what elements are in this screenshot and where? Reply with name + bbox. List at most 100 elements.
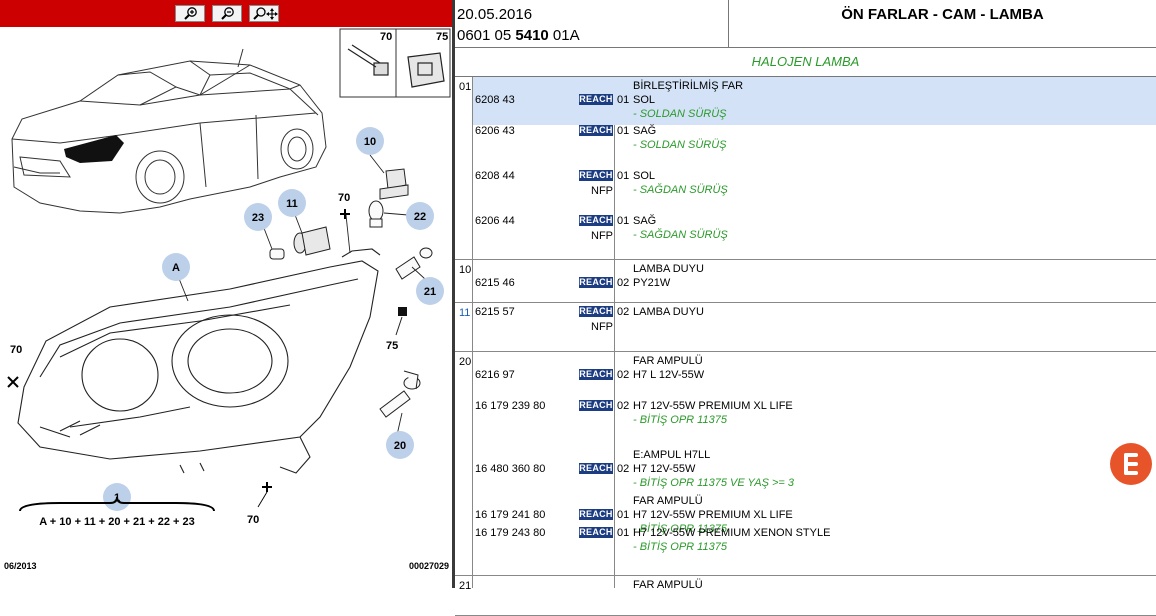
section-title: HALOJEN LAMBA xyxy=(751,54,860,69)
catalog-reference: 0601 05 5410 01A xyxy=(457,27,580,44)
part-number[interactable]: 16 179 239 80 xyxy=(475,400,546,412)
zoom-in-button[interactable] xyxy=(175,5,205,22)
reach-badge: REACH xyxy=(579,125,613,136)
reach-badge: REACH xyxy=(579,400,613,411)
parts-list-panel: 20.05.2016 0601 05 5410 01A ÖN FARLAR - … xyxy=(455,0,1156,616)
part-row[interactable]: H7 12V-55W PREMIUM XENON STYLE- BİTİŞ OP… xyxy=(473,524,1156,558)
diagram-toolbar xyxy=(0,0,452,27)
part-quantity: 02 xyxy=(617,277,630,289)
svg-text:10: 10 xyxy=(364,136,376,148)
brand-logo xyxy=(1110,443,1152,485)
pan-zoom-button[interactable] xyxy=(249,5,279,22)
part-note: - SAĞDAN SÜRÜŞ xyxy=(633,184,728,196)
panel-divider[interactable] xyxy=(452,0,455,588)
car-illustration xyxy=(11,48,327,214)
reach-badge: REACH xyxy=(579,170,613,181)
part-number[interactable]: 16 480 360 80 xyxy=(475,463,546,475)
reach-badge: REACH xyxy=(579,94,613,105)
part-row[interactable]: H7 12V-55W PREMIUM XL LIFE - BİTİŞ OPR 11… xyxy=(473,397,1156,431)
svg-text:75: 75 xyxy=(436,31,448,43)
exploded-parts-diagram: 70 75 xyxy=(4,28,451,571)
screw-icon xyxy=(347,44,389,76)
part-quantity: 02 xyxy=(617,369,630,381)
part-note: - BİTİŞ OPR 11375 xyxy=(633,414,727,426)
part-number[interactable]: 6215 46 xyxy=(475,277,515,289)
group-number: 01 xyxy=(459,81,472,93)
part-number[interactable]: 6206 44 xyxy=(475,215,515,227)
callout-20: 20 xyxy=(386,431,414,459)
nfp-flag: NFP xyxy=(591,321,613,333)
group-number: 20 xyxy=(459,356,472,368)
drawing-number: 00027029 xyxy=(409,561,449,571)
part-number[interactable]: 6206 43 xyxy=(475,125,515,137)
svg-text:11: 11 xyxy=(286,198,298,210)
part-description: SOL xyxy=(633,94,656,106)
clip-75-marker xyxy=(398,307,407,316)
svg-text:75: 75 xyxy=(386,340,398,352)
headlamp-drawing xyxy=(17,248,381,474)
part-socket-10 xyxy=(379,168,409,200)
part-description: FAR AMPULÜ xyxy=(633,495,703,507)
zoom-out-button[interactable] xyxy=(212,5,242,22)
part-quantity: 02 xyxy=(617,400,630,412)
svg-text:A: A xyxy=(172,262,180,274)
part-number[interactable]: 6208 44 xyxy=(475,170,515,182)
part-note: - SOLDAN SÜRÜŞ xyxy=(633,139,727,151)
svg-text:70: 70 xyxy=(338,192,350,204)
catalog-date: 20.05.2016 xyxy=(457,6,533,23)
svg-text:22: 22 xyxy=(414,211,426,223)
part-number[interactable]: 16 179 243 80 xyxy=(475,527,546,539)
formula-text: A + 10 + 11 + 20 + 21 + 22 + 23 xyxy=(39,516,195,528)
part-description: H7 12V-55W xyxy=(633,463,696,475)
nfp-flag: NFP xyxy=(591,185,613,197)
formula-brace xyxy=(19,496,215,512)
part-description: H7 12V-55W PREMIUM XL LIFE xyxy=(633,400,793,412)
part-quantity: 02 xyxy=(617,463,630,475)
svg-text:20: 20 xyxy=(394,440,406,452)
cross-markers xyxy=(7,209,350,508)
reach-badge: REACH xyxy=(579,463,613,474)
part-number[interactable]: 6216 97 xyxy=(475,369,515,381)
leader-75 xyxy=(395,316,403,336)
diagram-panel: 70 75 xyxy=(0,0,452,588)
part-row[interactable]: FAR AMPULÜ xyxy=(473,576,1156,606)
clip-nut-icon xyxy=(407,52,445,88)
reach-badge: REACH xyxy=(579,215,613,226)
part-note: - SOLDAN SÜRÜŞ xyxy=(633,108,727,120)
part-number[interactable]: 6215 57 xyxy=(475,306,515,318)
reach-badge: REACH xyxy=(579,527,613,538)
callout-10: 10 xyxy=(356,127,384,155)
part-quantity: 01 xyxy=(617,170,630,182)
callout-A: A xyxy=(162,253,190,281)
part-number[interactable]: 6208 43 xyxy=(475,94,515,106)
part-description: SOL xyxy=(633,170,656,182)
svg-text:21: 21 xyxy=(424,286,436,298)
part-description: SAĞ xyxy=(633,215,657,227)
reach-badge: REACH xyxy=(579,369,613,380)
callout-21: 21 xyxy=(416,277,444,305)
part-bulb-23 xyxy=(269,248,285,260)
part-note: - SAĞDAN SÜRÜŞ xyxy=(633,229,728,241)
nfp-flag: NFP xyxy=(591,230,613,242)
part-quantity: 01 xyxy=(617,527,630,539)
headlamp-highlight xyxy=(64,135,124,163)
part-bulb-21 xyxy=(395,247,433,280)
hardware-inset: 70 75 xyxy=(339,28,451,98)
part-quantity: 01 xyxy=(617,215,630,227)
part-description: E:AMPUL H7LL xyxy=(633,449,711,461)
part-number[interactable]: 16 179 241 80 xyxy=(475,509,546,521)
part-description: H7 L 12V-55W xyxy=(633,369,705,381)
page-title: ÖN FARLAR - CAM - LAMBA xyxy=(841,6,1044,23)
reach-badge: REACH xyxy=(579,509,613,520)
callout-22: 22 xyxy=(406,202,434,230)
